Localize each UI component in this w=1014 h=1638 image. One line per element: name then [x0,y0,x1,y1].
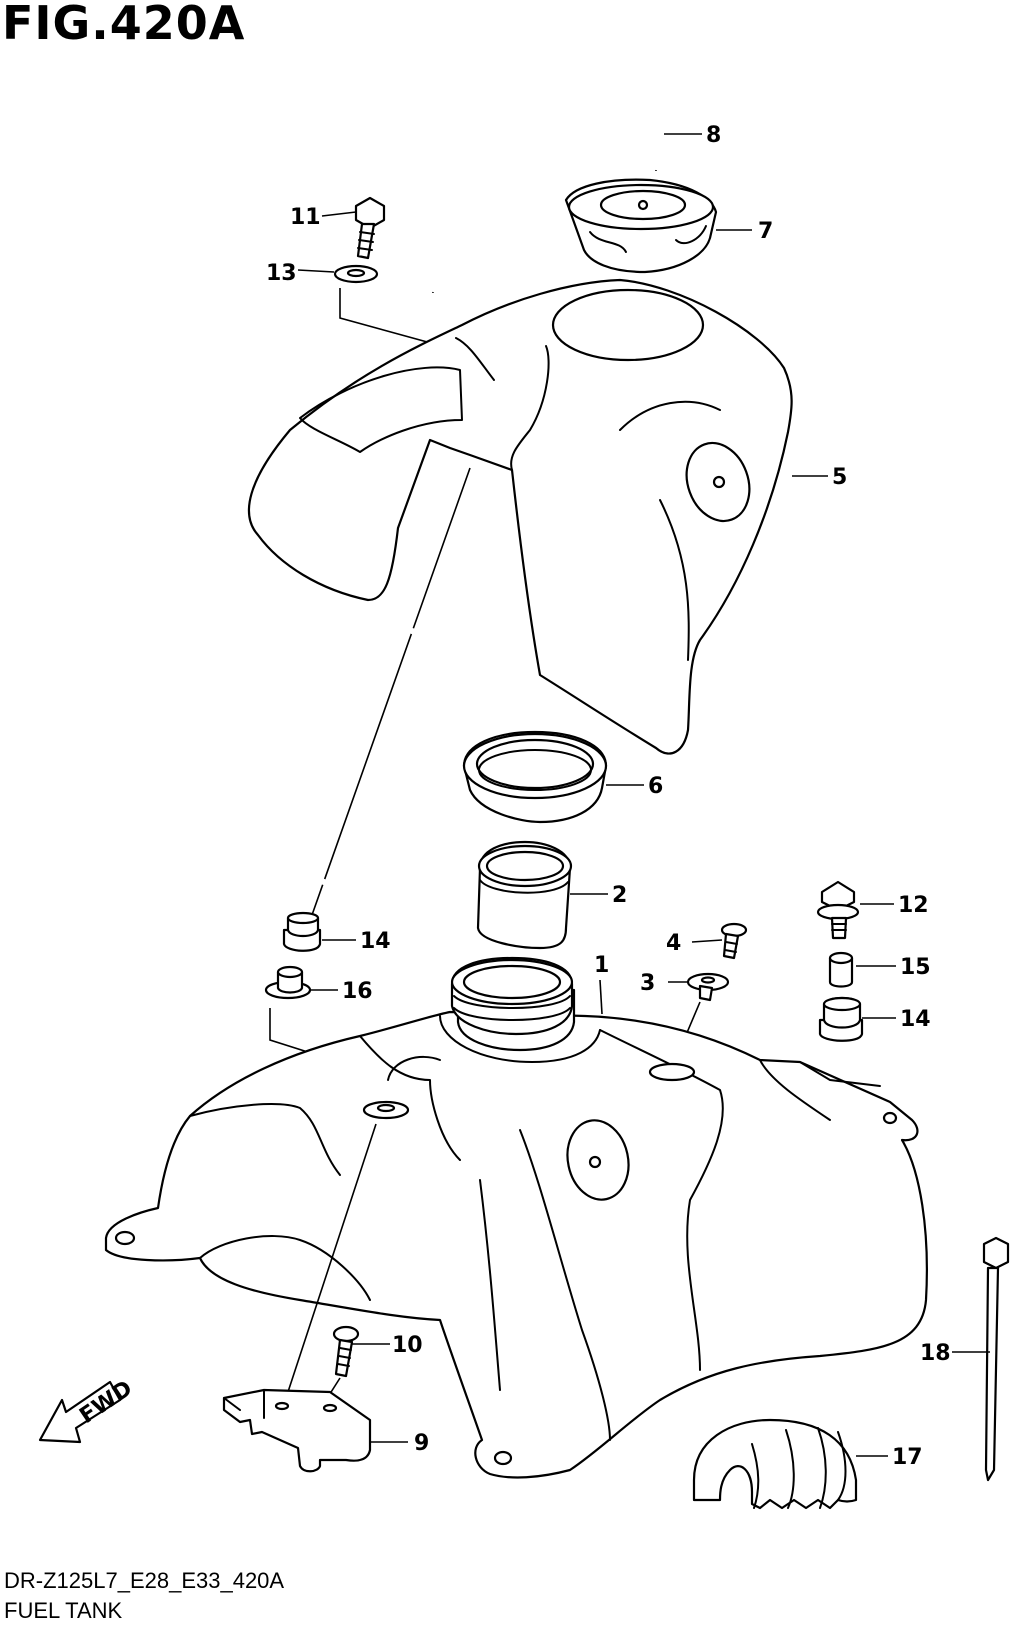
callout-2[interactable]: 2 [612,883,627,908]
part-14-grommet-left[interactable] [282,911,322,952]
callout-labels: 8 7 11 13 5 6 2 12 15 14 4 3 1 14 16 10 … [266,123,951,1470]
callout-15[interactable]: 16 [342,979,373,1004]
part-16-collar[interactable] [828,951,854,988]
callout-18[interactable]: 18 [920,1341,951,1366]
part-6-cap-gasket[interactable] [462,730,608,824]
model-code: DR-Z125L7_E28_E33_420A [4,1568,285,1593]
callout-10[interactable]: 10 [392,1333,423,1358]
callout-6[interactable]: 6 [648,774,663,799]
callout-11[interactable]: 11 [290,205,321,230]
callout-7[interactable]: 7 [758,219,773,244]
part-3-nut[interactable] [686,972,730,1002]
part-15-collar[interactable] [264,965,312,1000]
part-5-tank-cover[interactable] [247,278,793,755]
part-14-grommet-right[interactable] [818,996,864,1042]
part-18-cable-tie[interactable] [982,1236,1010,1482]
leader-tank-to-9 [285,1123,377,1399]
part-9-bracket[interactable] [222,1388,372,1473]
callout-5[interactable]: 5 [832,465,847,490]
callout-17[interactable]: 17 [892,1445,923,1470]
part-17-cushion[interactable] [692,1418,858,1510]
part-7-fuel-cap[interactable] [564,178,718,274]
part-12-bolt[interactable] [816,880,860,940]
callout-14-right[interactable]: 14 [900,1007,931,1032]
callout-12[interactable]: 12 [898,893,929,918]
callout-4[interactable]: 4 [666,931,681,956]
callout-leaders [297,133,990,1457]
leader-cover-to-14 [311,467,471,916]
callout-1[interactable]: 1 [594,953,609,978]
callout-16[interactable]: 15 [900,955,931,980]
part-8-breather-hose[interactable] [426,49,666,293]
callout-13[interactable]: 13 [266,261,297,286]
callout-14-left[interactable]: 14 [360,929,391,954]
figure-title: FIG.420A [2,0,246,50]
part-11-bolt[interactable] [354,196,386,260]
part-13-washer[interactable] [333,264,379,284]
section-name: FUEL TANK [4,1598,123,1623]
fwd-direction-arrow: FWD [38,1376,137,1444]
part-1-fuel-tank[interactable] [104,956,928,1479]
callout-3[interactable]: 3 [640,971,655,996]
part-2-strainer[interactable] [476,840,573,950]
part-4-screw[interactable] [720,922,748,960]
part-10-screw[interactable] [332,1325,360,1378]
callout-9[interactable]: 9 [414,1431,429,1456]
callout-8[interactable]: 8 [706,123,721,148]
